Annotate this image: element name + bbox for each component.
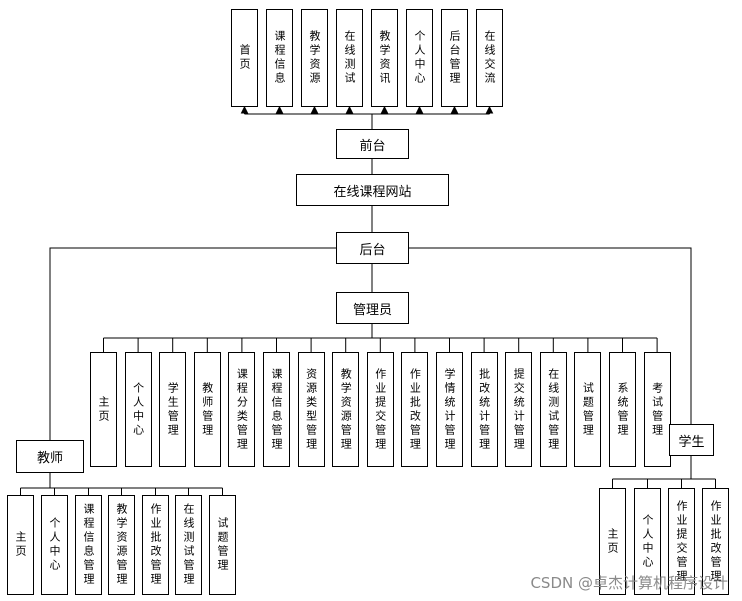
admin-item-box: 教学资源管理 xyxy=(332,352,360,467)
front-item-box: 在线测试 xyxy=(336,9,363,107)
admin-item-box: 主页 xyxy=(90,352,117,467)
admin-item-box: 作业批改管理 xyxy=(401,352,429,467)
admin-item-box: 试题管理 xyxy=(574,352,602,467)
admin-item-box: 学情统计管理 xyxy=(436,352,463,467)
front-item-arrow xyxy=(485,105,494,114)
admin-item-box: 学生管理 xyxy=(159,352,187,467)
front-item-box: 教学资源 xyxy=(301,9,328,107)
student-item-box: 作业批改管理 xyxy=(702,488,729,595)
front-item-arrow xyxy=(310,105,319,114)
teacher-item-box: 课程信息管理 xyxy=(75,495,102,595)
teacher-item-box: 试题管理 xyxy=(209,495,236,595)
front-item-arrow xyxy=(275,105,284,114)
admin-item-box: 个人中心 xyxy=(124,352,152,467)
front-item-arrow xyxy=(380,105,389,114)
admin-item-box: 课程分类管理 xyxy=(228,352,256,467)
watermark: CSDN @卓杰计算机程序设计 xyxy=(530,574,728,592)
front-item-box: 首页 xyxy=(231,9,258,107)
admin-item-box: 提交统计管理 xyxy=(505,352,533,467)
backend-to-teacher-line xyxy=(49,247,336,440)
admin-item-box: 考试管理 xyxy=(643,352,671,467)
front-item-box: 在线交流 xyxy=(476,9,503,107)
teacher-item-box: 个人中心 xyxy=(41,495,68,595)
admin-item-box: 教师管理 xyxy=(193,352,221,467)
backend-node: 后台 xyxy=(336,232,409,264)
front-item-arrow xyxy=(415,105,424,114)
teacher-item-box: 作业批改管理 xyxy=(142,495,169,595)
admin-node: 管理员 xyxy=(336,292,409,324)
teacher-item-box: 在线测试管理 xyxy=(175,495,202,595)
front-item-box: 后台管理 xyxy=(441,9,468,107)
front-item-arrow xyxy=(345,105,354,114)
admin-item-box: 资源类型管理 xyxy=(297,352,325,467)
student-item-box: 个人中心 xyxy=(634,488,661,595)
admin-item-box: 课程信息管理 xyxy=(263,352,290,467)
student-item-box: 作业提交管理 xyxy=(668,488,695,595)
teacher-node: 教师 xyxy=(16,440,84,473)
front-item-box: 个人中心 xyxy=(406,9,433,107)
admin-item-box: 在线测试管理 xyxy=(539,352,567,467)
front-item-arrow xyxy=(450,105,459,114)
student-node: 学生 xyxy=(669,424,714,456)
student-item-box: 主页 xyxy=(599,488,626,595)
teacher-item-box: 教学资源管理 xyxy=(108,495,135,595)
front-item-box: 课程信息 xyxy=(266,9,293,107)
front-node: 前台 xyxy=(336,129,409,159)
backend-to-student-line xyxy=(409,247,692,424)
admin-item-box: 系统管理 xyxy=(609,352,636,467)
admin-item-box: 批改统计管理 xyxy=(470,352,498,467)
front-item-arrow xyxy=(240,105,249,114)
teacher-item-box: 主页 xyxy=(7,495,34,595)
front-item-box: 教学资讯 xyxy=(371,9,398,107)
admin-item-box: 作业提交管理 xyxy=(366,352,394,467)
site-node: 在线课程网站 xyxy=(296,174,449,206)
